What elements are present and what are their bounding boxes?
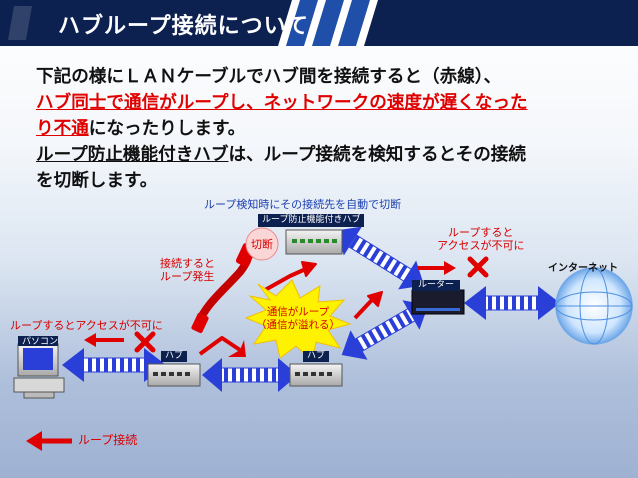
label-router: ルーター [412,280,461,291]
block-x-right [467,256,489,278]
label-cut: 切断 [251,238,273,251]
label-loop-access-right-line1: ループすると [448,226,514,239]
paragraph-2-underlined: ループ防止機能付きハブ [36,145,229,165]
label-connect-loop-line1: 接続すると [160,257,215,270]
label-connect-loop: 接続すると ループ発生 [160,257,215,283]
hub-protect-icon [285,229,343,255]
pc-icon [13,336,65,399]
label-pc: パソコン [22,337,59,347]
legend-arrow [26,431,72,451]
label-hub-left: ハブ [161,351,188,362]
label-loop-access-left: ループするとアクセスが不可に [10,319,163,332]
label-loop-access-right-line2: アクセスが不可に [437,239,525,252]
paragraph-1: 下記の様にＬＡＮケーブルでハブ間を接続すると（赤線）、 ハブ同士で通信がループし… [36,64,628,142]
body-text: 下記の様にＬＡＮケーブルでハブ間を接続すると（赤線）、 ハブ同士で通信がループし… [36,64,628,194]
internet-globe-icon [555,267,633,345]
cable-hub-hub [202,358,298,392]
paragraph-1-end: になったりします。 [88,119,246,139]
block-x-left [134,331,156,353]
label-connect-loop-line2: ループ発生 [160,270,215,283]
cut-badge [245,227,279,261]
hub-left-icon [147,363,201,387]
hub-mid-icon [289,363,343,387]
paragraph-2: ループ防止機能付きハブは、ループ接続を検知するとその接続 を切断します。 [36,142,628,194]
label-internet: インターネット [548,263,618,274]
loop-burst [244,279,352,361]
legend-label: ループ接続 [78,433,138,447]
paragraph-2-line2: を切断します。 [36,171,158,191]
paragraph-1-red-line1: ハブ同士で通信がループし、ネットワークの速度が遅くなった [36,93,528,113]
label-loop-access-right: ループすると アクセスが不可に [437,226,524,252]
loop-arrows [84,261,456,357]
cable-router-internet [464,286,560,320]
label-burst: 通信がループ （通信が溢れる） [256,306,340,332]
paragraph-1-start: 下記の様にＬＡＮケーブルでハブ間を接続すると（赤線）、 [36,67,502,87]
label-burst-line1: 通信がループ [266,306,330,318]
label-burst-line2: （通信が溢れる） [256,319,340,331]
label-hub-mid: ハブ [303,351,330,362]
label-auto-cut: ループ検知時にその接続先を自動で切断 [204,198,402,211]
lan-cable [191,243,257,334]
paragraph-2-line1: は、ループ接続を検知するとその接続 [228,145,526,165]
paragraph-1-red-line2: り不通 [36,119,89,139]
page-title: ハブループ接続について [58,14,310,39]
title-bar [0,0,638,46]
router-icon [411,289,465,315]
label-hub-protect: ループ防止機能付きハブ [258,214,365,227]
